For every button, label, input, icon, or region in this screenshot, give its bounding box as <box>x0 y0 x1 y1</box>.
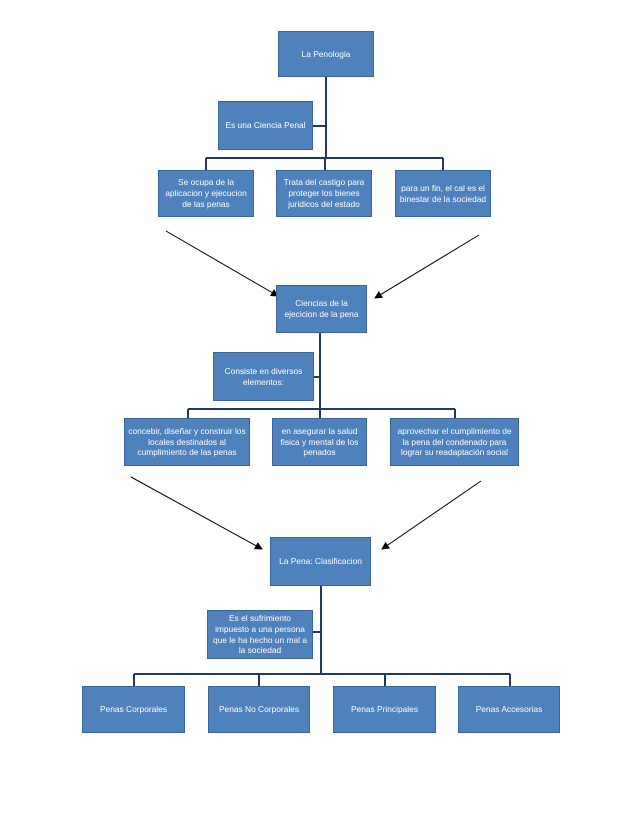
arrow-right-to-pena <box>381 480 482 550</box>
pena-child-1-label: Penas Corporales <box>99 704 168 715</box>
penologia-child-1-label: Se ocupa de la aplicacion y ejecucion de… <box>165 177 247 209</box>
ciencias-child-1-box: concebir, diseñar y construir los locale… <box>124 418 250 466</box>
tree-connectors-1 <box>205 77 444 170</box>
pena-note-box: Es el sufrimiento impuesto a una persona… <box>207 610 313 659</box>
pena-child-3-label: Penas Principales <box>350 704 419 715</box>
ciencias-root-box: Ciencias de la ejecicion de la pena <box>276 285 367 333</box>
tree-connectors-2 <box>187 333 456 418</box>
ciencias-note-label: Consiste en diversos elementos: <box>224 365 303 387</box>
pena-child-4-label: Penas Accesorias <box>475 704 543 715</box>
ciencias-child-2-label: en asegurar la salud fisica y mental de … <box>280 425 359 458</box>
ciencias-child-2-box: en asegurar la salud fisica y mental de … <box>272 418 367 466</box>
penologia-child-1-box: Se ocupa de la aplicacion y ejecucion de… <box>158 170 254 217</box>
penologia-root-label: La Penologia <box>301 48 351 59</box>
pena-child-2-box: Penas No Corporales <box>208 686 310 733</box>
flow-arrows <box>130 230 482 550</box>
penologia-child-2-label: Trata del castigo para proteger los bien… <box>283 177 365 209</box>
arrow-left-to-pena <box>130 476 263 550</box>
tree-connectors-3 <box>133 586 511 686</box>
arrow-right-to-ciencias <box>374 234 480 299</box>
penologia-child-3-box: para un fin, el cal es el binestar de la… <box>395 170 491 217</box>
penologia-root-box: La Penologia <box>278 31 374 77</box>
arrow-left-to-ciencias <box>165 230 279 297</box>
penologia-child-2-box: Trata del castigo para proteger los bien… <box>276 170 372 217</box>
ciencias-root-label: Ciencias de la ejecicion de la pena <box>284 298 359 319</box>
pena-child-2-label: Penas No Corporales <box>218 704 300 715</box>
ciencias-child-3-box: aprovechar el cumplimiento de la pena de… <box>390 418 519 466</box>
penologia-child-3-label: para un fin, el cal es el binestar de la… <box>399 182 487 204</box>
pena-root-label: La Pena: Clasificacion <box>279 556 362 567</box>
ciencias-note-box: Consiste en diversos elementos: <box>213 352 314 401</box>
ciencias-child-1-label: concebir, diseñar y construir los locale… <box>128 425 246 458</box>
pena-root-box: La Pena: Clasificacion <box>270 537 371 586</box>
penologia-note-label: Es una Ciencia Penal <box>225 120 306 131</box>
pena-child-3-box: Penas Principales <box>333 686 436 733</box>
pena-child-4-box: Penas Accesorias <box>458 686 560 733</box>
ciencias-child-3-label: aprovechar el cumplimiento de la pena de… <box>397 425 512 458</box>
pena-child-1-box: Penas Corporales <box>82 686 185 733</box>
penologia-note-box: Es una Ciencia Penal <box>218 101 313 150</box>
pena-note-label: Es el sufrimiento impuesto a una persona… <box>212 612 308 656</box>
